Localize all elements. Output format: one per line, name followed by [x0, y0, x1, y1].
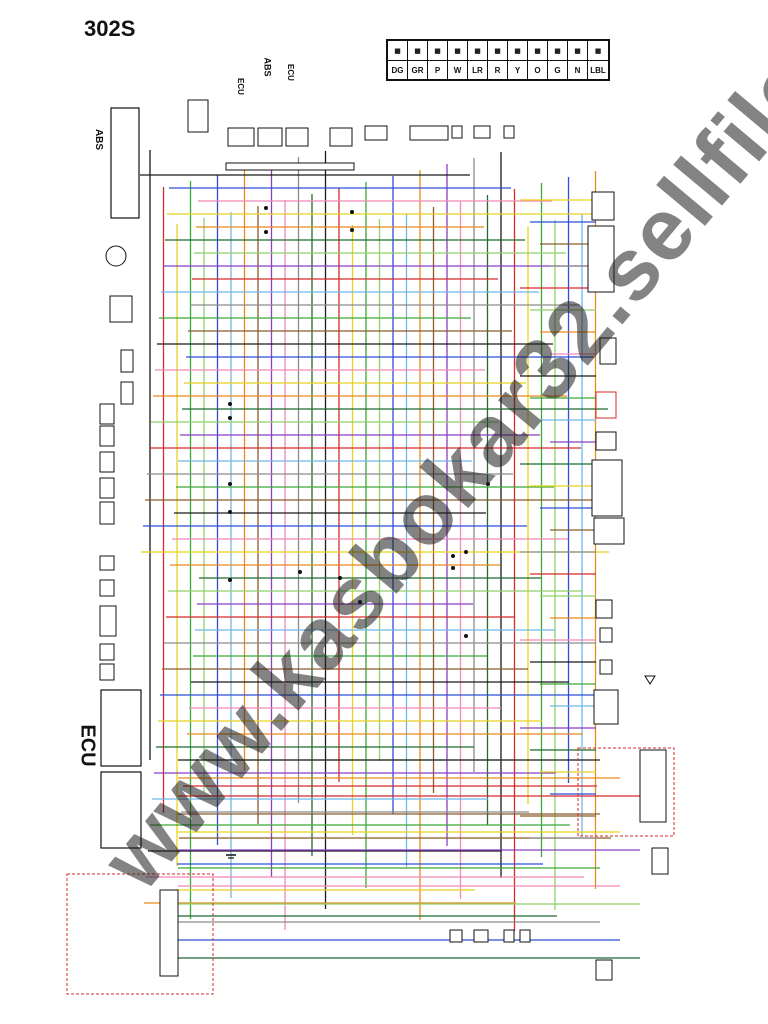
splice-dot	[228, 510, 232, 514]
splice-dot	[264, 206, 268, 210]
bottom-connector	[519, 929, 531, 943]
right-connector	[595, 431, 617, 451]
right-connector	[595, 391, 617, 419]
legend-persian-label: ■	[594, 46, 602, 55]
bottom-connector	[159, 889, 179, 977]
splice-dot	[464, 634, 468, 638]
dashed-group	[66, 873, 214, 995]
right-connector	[593, 689, 619, 725]
top-connector	[451, 125, 463, 139]
splice-dot	[451, 554, 455, 558]
splice-dot	[486, 482, 490, 486]
legend-persian-label: ■	[388, 41, 408, 60]
battery-icon	[109, 295, 133, 323]
splice-dot	[338, 576, 342, 580]
legend-code: LR	[468, 60, 488, 79]
splice-dot	[228, 416, 232, 420]
ecu-connector-b	[100, 771, 142, 849]
ecu-top-label: ECU	[235, 78, 245, 95]
splice-dot	[228, 578, 232, 582]
sensor-connector	[120, 349, 134, 373]
legend-persian-label: ■	[468, 41, 488, 60]
right-connector	[599, 337, 617, 365]
legend-persian-label: ■	[548, 41, 568, 60]
sensor-connector	[99, 555, 115, 571]
legend-persian-label: ■	[508, 41, 528, 60]
legend-code: P	[428, 60, 448, 79]
abs-label: ABS	[93, 128, 105, 151]
splice-dot	[228, 402, 232, 406]
sensor-connector	[99, 605, 117, 637]
top-connector	[364, 125, 388, 141]
legend-persian-label: ■	[568, 41, 588, 60]
right-module	[591, 191, 615, 221]
ground-symbol	[644, 675, 656, 685]
legend-code: O	[528, 60, 548, 79]
top-connector	[409, 125, 449, 141]
legend-code: W	[448, 60, 468, 79]
top-connector	[473, 125, 491, 139]
splice-dot	[350, 228, 354, 232]
top-connector	[285, 127, 309, 147]
legend-persian-label: ■	[408, 41, 428, 60]
wire-bundle	[140, 150, 640, 959]
splice-dot	[350, 210, 354, 214]
splice-dot	[264, 230, 268, 234]
ecu-top-label: ECU	[285, 64, 295, 81]
abs-module-connector	[110, 107, 140, 219]
legend-persian-label: ■	[528, 41, 548, 60]
wire-color-legend: ■ ■ ■ ■ ■ ■ ■ ■ ■ ■ ■ DG GR P W LR R Y O…	[386, 39, 610, 81]
bottom-connector	[503, 929, 515, 943]
top-connector	[503, 125, 515, 139]
right-connector	[651, 847, 669, 875]
sensor-connector	[99, 643, 115, 661]
ecu-label: ECU	[76, 724, 99, 767]
splice-dot	[228, 482, 232, 486]
sensor-connector	[99, 425, 115, 447]
splice-dot	[298, 570, 302, 574]
relay-box	[599, 627, 613, 643]
main-splice-bar	[225, 162, 355, 171]
top-connector	[227, 127, 255, 147]
bottom-connector	[473, 929, 489, 943]
legend-code: LBL	[588, 60, 608, 79]
sensor-connector	[99, 579, 115, 597]
top-connector	[257, 127, 283, 147]
sensor-connector	[120, 381, 134, 405]
sensor-connector	[99, 501, 115, 525]
splice-dot	[451, 566, 455, 570]
page-title: 302S	[84, 16, 136, 41]
right-module-large	[587, 225, 615, 293]
sensor-icon	[105, 245, 127, 267]
dash-module	[639, 749, 667, 823]
bottom-connector	[449, 929, 463, 943]
relay-box	[599, 659, 613, 675]
ecu-connector-a	[100, 689, 142, 767]
abs-top-label: ABS	[262, 57, 273, 77]
legend-code: DG	[388, 60, 408, 79]
legend-persian-label: ■	[488, 41, 508, 60]
sensor-connector	[99, 477, 115, 499]
top-connector	[329, 127, 353, 147]
legend-code: G	[548, 60, 568, 79]
legend-persian-label: ■	[428, 41, 448, 60]
splice-dot	[358, 600, 362, 604]
splice-dot	[464, 550, 468, 554]
legend-persian-label: ■	[448, 41, 468, 60]
sensor-connector	[99, 451, 115, 473]
sensor-connector	[99, 663, 115, 681]
top-connector	[187, 99, 209, 133]
legend-code: GR	[408, 60, 428, 79]
fuse-box	[591, 459, 623, 517]
legend-code: N	[568, 60, 588, 79]
legend-code: R	[488, 60, 508, 79]
relay-box	[595, 599, 613, 619]
legend-code: Y	[508, 60, 528, 79]
fuse-box	[593, 517, 625, 545]
sensor-connector	[99, 403, 115, 425]
bottom-connector	[595, 959, 613, 981]
dashed-group	[577, 747, 675, 837]
